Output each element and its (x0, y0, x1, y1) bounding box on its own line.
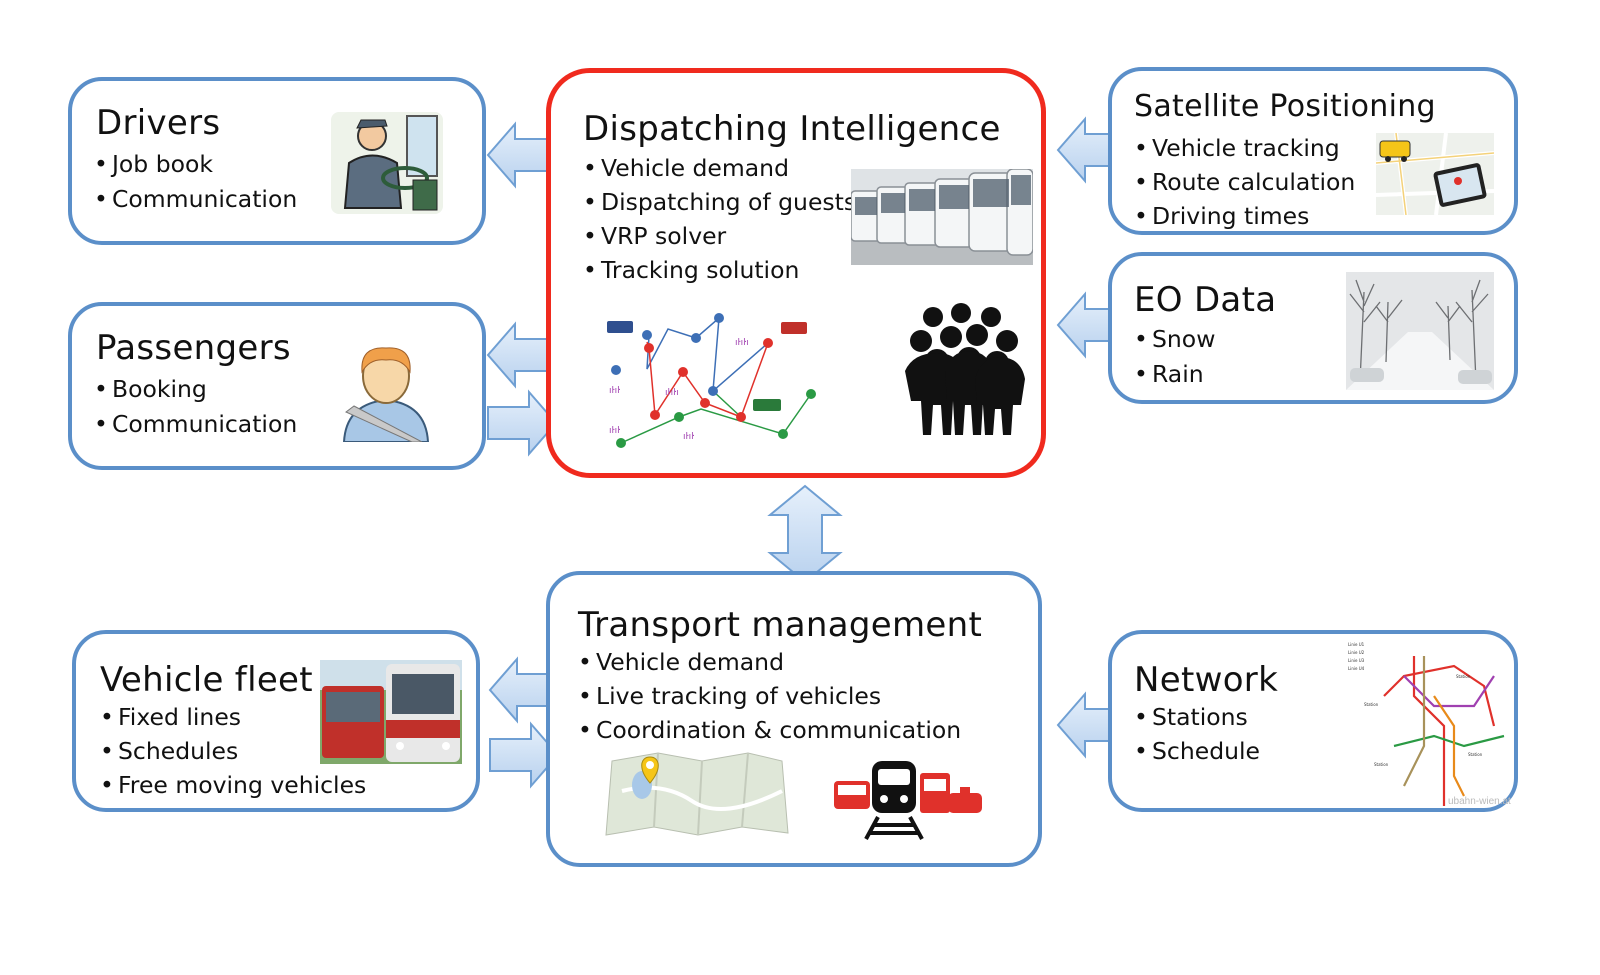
list-item: Booking (94, 372, 297, 407)
dispatching-box: Dispatching Intelligence Vehicle demand … (546, 68, 1046, 478)
list-item: Tracking solution (583, 253, 856, 287)
drivers-box: Drivers Job book Communication (68, 77, 486, 245)
dispatching-list: Vehicle demand Dispatching of guests VRP… (583, 151, 856, 287)
metro-network-map: Linie U1 Linie U2 Linie U3 Linie U4 Station… (1348, 642, 1511, 807)
list-item: Vehicle demand (578, 645, 961, 679)
transport-box: Transport management Vehicle demand Live… (546, 571, 1042, 867)
fleet-box: Vehicle fleet Fixed lines Schedules Free… (72, 630, 480, 812)
bus-fleet-photo (851, 169, 1033, 265)
list-item: Dispatching of guests (583, 185, 856, 219)
list-item: Coordination & communication (578, 713, 961, 747)
crowd-icon (905, 303, 1025, 435)
list-item: Communication (94, 407, 297, 442)
list-item: Rain (1134, 357, 1215, 392)
network-box: Network Stations Schedule Linie U1Linie … (1108, 630, 1518, 812)
gps-map-phone-image (1376, 133, 1494, 215)
vrp-network-diagram: ıŀıŀı ıŀıŀı ıŀıŀ ıŀıŀ ıŀıŀ (607, 313, 816, 448)
bus-and-tram-photo (320, 660, 462, 764)
list-item: Vehicle tracking (1134, 131, 1355, 165)
passengers-title: Passengers (96, 328, 291, 368)
svg-text:Station: Station (1374, 762, 1389, 767)
fleet-title: Vehicle fleet (100, 660, 313, 700)
public-transport-icons (834, 761, 982, 840)
drivers-list: Job book Communication (94, 147, 297, 217)
svg-text:Linie U4: Linie U4 (1348, 666, 1365, 671)
satellite-title: Satellite Positioning (1134, 89, 1436, 124)
list-item: Snow (1134, 322, 1215, 357)
svg-text:Station: Station (1364, 702, 1379, 707)
network-list: Stations Schedule (1134, 700, 1260, 768)
svg-text:Linie U1: Linie U1 (1348, 642, 1365, 647)
list-item: Driving times (1134, 199, 1355, 233)
svg-text:ıŀıŀı: ıŀıŀı (665, 388, 679, 398)
transport-title: Transport management (578, 605, 983, 645)
svg-text:ıŀıŀ: ıŀıŀ (609, 386, 620, 396)
list-item: Communication (94, 182, 297, 217)
list-item: Schedule (1134, 734, 1260, 768)
eo-box: EO Data Snow Rain (1108, 252, 1518, 404)
satellite-box: Satellite Positioning Vehicle tracking R… (1108, 67, 1518, 235)
arrow-from-passengers (487, 389, 558, 457)
network-title: Network (1134, 660, 1279, 700)
list-item: Schedules (100, 734, 366, 768)
list-item: Live tracking of vehicles (578, 679, 961, 713)
transport-list: Vehicle demand Live tracking of vehicles… (578, 645, 961, 747)
bus-driver-illustration (331, 112, 443, 214)
folded-map-icon (605, 752, 789, 836)
watermark: ubahn-wien.at (1448, 796, 1511, 807)
drivers-title: Drivers (96, 103, 221, 143)
list-item: Free moving vehicles (100, 768, 366, 802)
list-item: Vehicle demand (583, 151, 856, 185)
arrow-from-fleet (489, 721, 560, 789)
list-item: Fixed lines (100, 700, 366, 734)
passengers-box: Passengers Booking Communication (68, 302, 486, 470)
svg-text:Station: Station (1468, 752, 1483, 757)
fleet-list: Fixed lines Schedules Free moving vehicl… (100, 700, 366, 802)
passenger-icon (342, 347, 430, 442)
svg-text:Linie U2: Linie U2 (1348, 650, 1365, 655)
list-item: Job book (94, 147, 297, 182)
satellite-list: Vehicle tracking Route calculation Drivi… (1134, 131, 1355, 233)
svg-text:Station: Station (1456, 674, 1471, 679)
svg-text:ıŀıŀ: ıŀıŀ (683, 432, 694, 442)
svg-text:Linie U3: Linie U3 (1348, 658, 1365, 663)
eo-title: EO Data (1134, 280, 1277, 320)
list-item: VRP solver (583, 219, 856, 253)
svg-text:ıŀıŀı: ıŀıŀı (735, 338, 749, 348)
eo-list: Snow Rain (1134, 322, 1215, 392)
snowy-street-photo (1346, 272, 1494, 390)
list-item: Route calculation (1134, 165, 1355, 199)
dispatching-title: Dispatching Intelligence (583, 109, 1001, 149)
passengers-list: Booking Communication (94, 372, 297, 442)
arrow-dispatch-transport (767, 484, 843, 584)
svg-text:ıŀıŀ: ıŀıŀ (609, 426, 620, 436)
list-item: Stations (1134, 700, 1260, 734)
